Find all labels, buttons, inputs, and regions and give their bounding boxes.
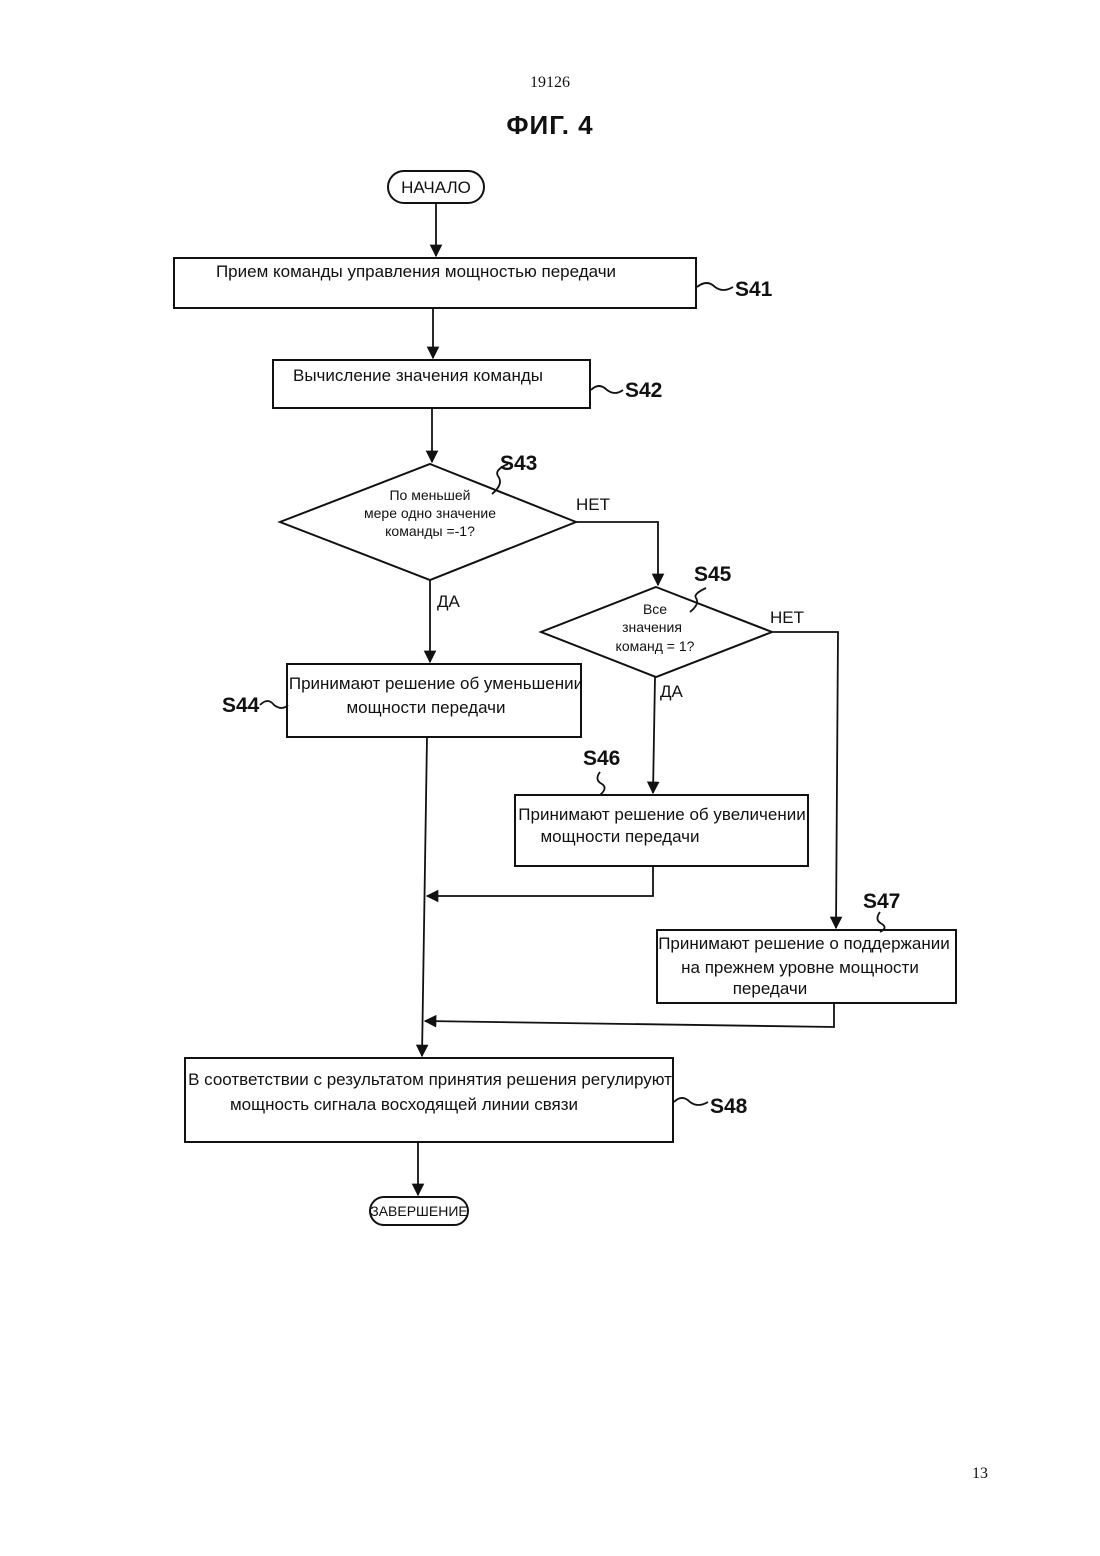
- decision-s43: По меньшей мере одно значение команды =-…: [280, 464, 576, 580]
- s48-text-line2: мощность сигнала восходящей линии связи: [230, 1095, 578, 1114]
- connector-s45-no-s47: [772, 632, 838, 928]
- s42-text: Вычисление значения команды: [293, 366, 543, 385]
- s41-leader: [697, 283, 733, 290]
- s43-text-line3: команды =-1?: [385, 523, 475, 539]
- s46-leader: [597, 772, 604, 795]
- s44-text-line1: Принимают решение об уменьшении: [289, 674, 583, 693]
- s41-text: Прием команды управления мощностью перед…: [216, 262, 616, 281]
- s43-step-label: S43: [500, 452, 537, 475]
- step-s41-box: Прием команды управления мощностью перед…: [174, 258, 696, 308]
- s47-text-line3: передачи: [733, 979, 808, 998]
- start-label: НАЧАЛО: [401, 178, 471, 197]
- s46-text-line1: Принимают решение об увеличении: [518, 805, 805, 824]
- s45-text-line3: команд = 1?: [616, 638, 695, 654]
- step-s47-box: Принимают решение о поддержании на прежн…: [657, 930, 956, 1003]
- end-label: ЗАВЕРШЕНИЕ: [370, 1203, 468, 1219]
- step-s46-box: Принимают решение об увеличении мощности…: [515, 795, 808, 866]
- s46-text-line2: мощности передачи: [540, 827, 699, 846]
- s41-step-label: S41: [735, 278, 773, 301]
- s42-step-label: S42: [625, 379, 662, 402]
- s44-step-label: S44: [222, 694, 260, 717]
- s42-leader: [591, 386, 623, 393]
- step-s44-box: Принимают решение об уменьшении мощности…: [287, 664, 583, 737]
- connector-s47-merge: [425, 1003, 834, 1027]
- connector-s45-yes-s46: [653, 677, 655, 793]
- s44-text-line2: мощности передачи: [346, 698, 505, 717]
- step-s48-box: В соответствии с результатом принятия ре…: [185, 1058, 673, 1142]
- step-s42-box: Вычисление значения команды: [273, 360, 590, 408]
- start-terminal: НАЧАЛО: [388, 171, 484, 203]
- s47-text-line1: Принимают решение о поддержании: [658, 934, 950, 953]
- s45-yes-label: ДА: [660, 682, 684, 701]
- connector-s44-s48: [422, 737, 427, 1056]
- connector-s43-no-s45: [576, 522, 658, 585]
- s43-text-line1: По меньшей: [389, 487, 470, 503]
- s43-text-line2: мере одно значение: [364, 505, 496, 521]
- s48-step-label: S48: [710, 1095, 748, 1118]
- s45-text-line2: значения: [622, 619, 682, 635]
- end-terminal: ЗАВЕРШЕНИЕ: [370, 1197, 468, 1225]
- s47-step-label: S47: [863, 890, 900, 913]
- s46-step-label: S46: [583, 747, 620, 770]
- s45-text-line1: Все: [643, 601, 667, 617]
- s43-yes-label: ДА: [437, 592, 461, 611]
- s43-no-label: НЕТ: [576, 495, 610, 514]
- s44-leader: [260, 701, 288, 708]
- s48-leader: [674, 1098, 708, 1105]
- s47-text-line2: на прежнем уровне мощности: [681, 958, 919, 977]
- s48-text-line1: В соответствии с результатом принятия ре…: [188, 1070, 672, 1089]
- s45-no-label: НЕТ: [770, 608, 804, 627]
- s45-step-label: S45: [694, 563, 732, 586]
- connector-s46-merge: [427, 866, 653, 896]
